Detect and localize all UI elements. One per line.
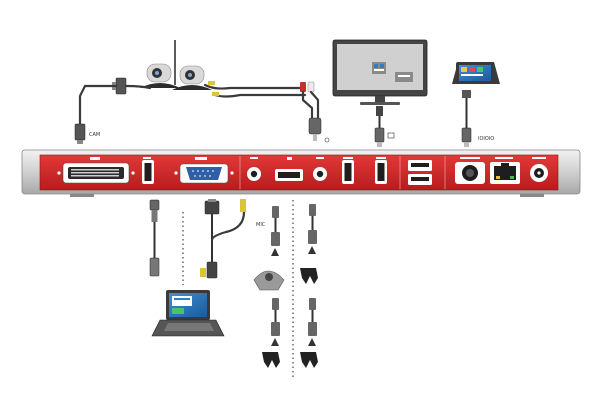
power-icon — [530, 164, 548, 182]
ethernet-icon — [490, 162, 520, 184]
microphone-cable-right — [308, 204, 317, 254]
vga-port-icon — [174, 163, 234, 184]
dvi-port-icon — [57, 162, 135, 184]
touch-controller-icon — [452, 62, 500, 84]
audio-jack-icon — [313, 167, 327, 181]
usb-icon — [408, 160, 432, 185]
laptop-vga-cable — [200, 199, 246, 279]
microphone-icon — [262, 352, 280, 368]
camera-control-port-icon — [455, 162, 485, 184]
touch-label: IOIOIO — [478, 136, 494, 142]
monitor-icon — [332, 39, 428, 105]
mic-label: MIC — [256, 222, 266, 228]
laptop-icon — [151, 290, 225, 337]
microphone-cable-left: MIC — [256, 206, 280, 256]
hdmi-port-icon — [142, 160, 154, 184]
panel-port-markings — [90, 157, 546, 160]
camera-icon — [140, 40, 212, 90]
microphone-icon — [300, 352, 318, 368]
hdmi-port-icon — [342, 160, 354, 184]
microphone-cable-lower-right — [308, 298, 317, 346]
laptop-hdmi-cable — [149, 199, 160, 277]
microphone-icon — [300, 268, 318, 284]
camera-av-cable — [203, 81, 330, 143]
conference-phone-icon — [253, 270, 285, 291]
microphone-cable-lower-left — [271, 298, 280, 346]
audio-jack-icon — [247, 167, 261, 181]
hdmi-port-icon — [375, 160, 387, 184]
display-port-icon — [275, 169, 303, 181]
camera-control-cable: CAM — [74, 77, 152, 144]
camera-control-label: CAM — [89, 132, 100, 138]
touch-controller-cable: IOIOIO — [461, 90, 494, 147]
monitor-hdmi-cable — [374, 106, 395, 147]
